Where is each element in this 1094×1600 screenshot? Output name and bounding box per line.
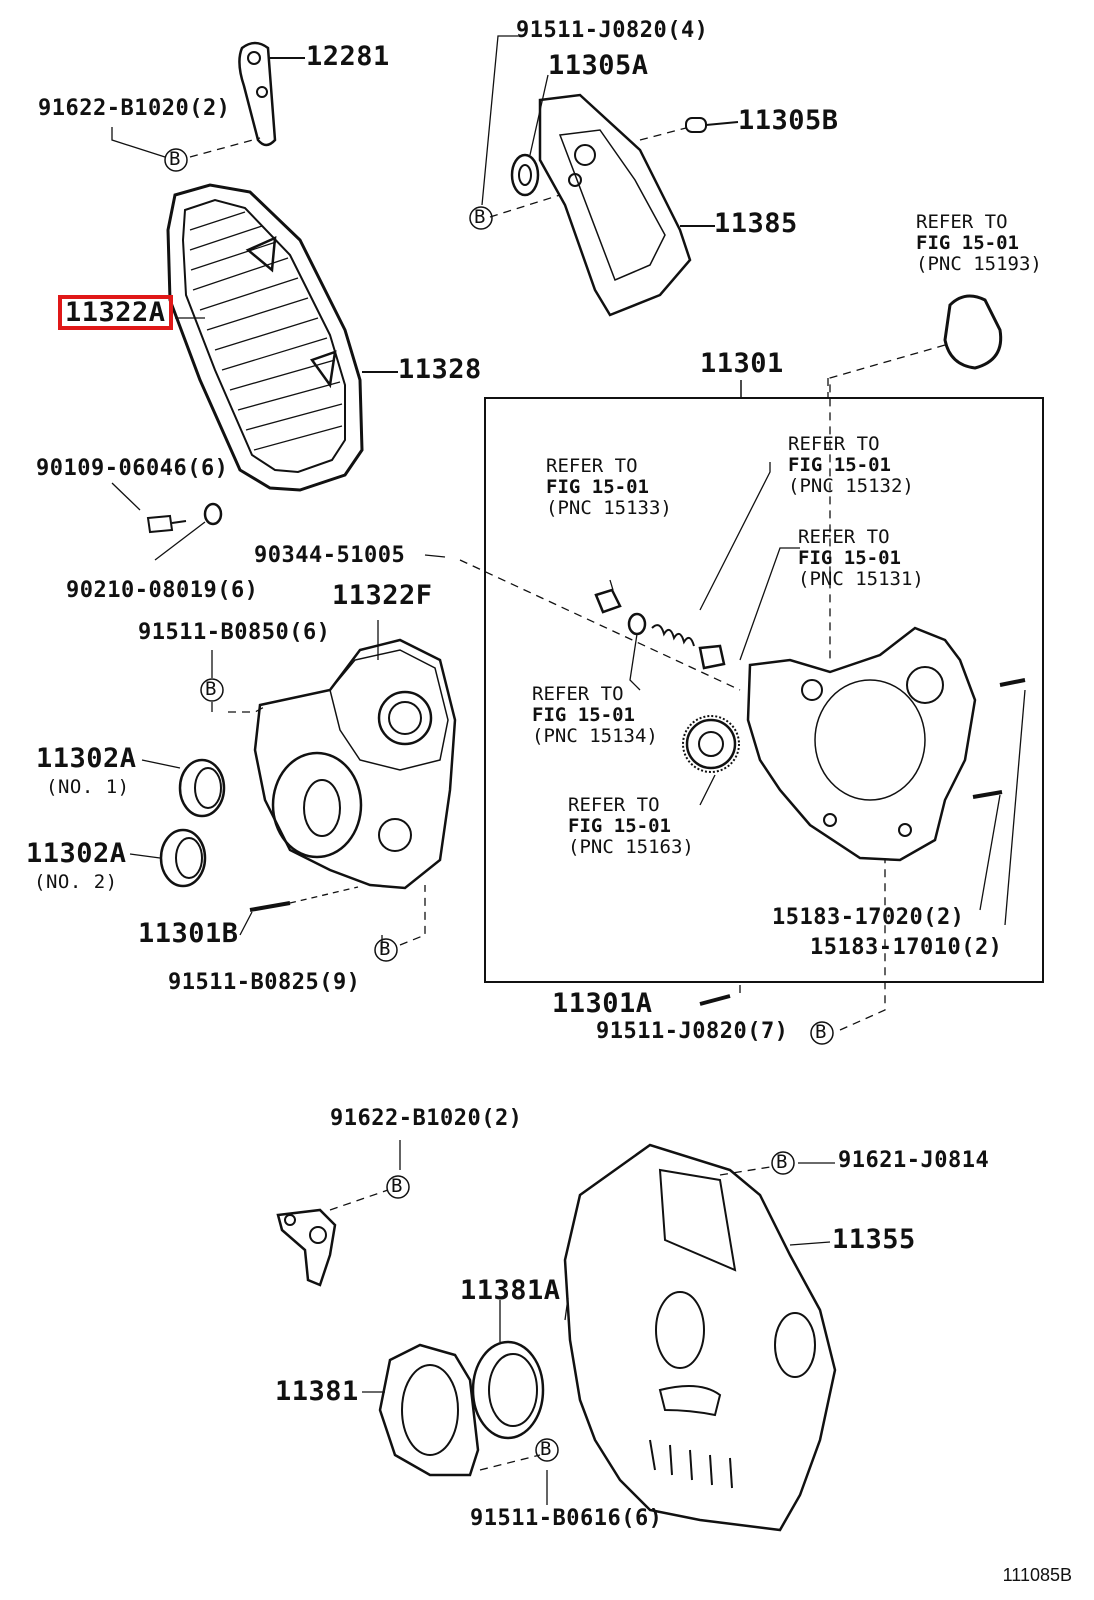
- ref-15193-line1: REFER TO: [916, 211, 1008, 233]
- callout-b-7: B: [776, 1151, 788, 1173]
- callout-circles: [164, 148, 834, 1462]
- ref-15134-line1: REFER TO: [532, 683, 624, 705]
- ref-15133-line3: (PNC 15133): [546, 496, 672, 519]
- label-11385[interactable]: 11385: [714, 208, 798, 239]
- label-11328[interactable]: 11328: [398, 354, 482, 385]
- label-91621[interactable]: 91621-J0814: [838, 1148, 990, 1173]
- seal-11381a-drawing: [471, 1340, 545, 1440]
- bracket-12281-drawing: [238, 41, 305, 147]
- callout-b-1: B: [169, 148, 181, 170]
- label-91622-bottom[interactable]: 91622-B1020(2): [330, 1106, 523, 1131]
- timing-cover-upper-drawing: [166, 183, 398, 492]
- gasket-15193-drawing: [943, 294, 1003, 370]
- label-11302a-no2[interactable]: 11302A: [26, 838, 127, 869]
- callout-b-6: B: [391, 1175, 403, 1197]
- label-15183-17010[interactable]: 15183-17010(2): [810, 935, 1003, 960]
- label-11301b[interactable]: 11301B: [138, 918, 239, 949]
- label-91511-b0616[interactable]: 91511-B0616(6): [470, 1506, 663, 1531]
- ref-15163[interactable]: REFER TO FIG 15-01 (PNC 15163): [568, 795, 694, 858]
- solid-leaders: [111, 35, 835, 1505]
- label-11301[interactable]: 11301: [700, 348, 784, 379]
- label-11302a-no1-sub: (NO. 1): [46, 776, 130, 798]
- ref-15134-line3: (PNC 15134): [532, 724, 658, 747]
- bracket-bottom-drawing: [276, 1208, 337, 1287]
- callout-b-3: B: [205, 678, 217, 700]
- label-91511-b0825[interactable]: 91511-B0825(9): [168, 970, 361, 995]
- ref-15131-line2: FIG 15-01: [798, 546, 901, 569]
- label-91511-j0820-7[interactable]: 91511-J0820(7): [596, 1019, 789, 1044]
- label-15183-17020[interactable]: 15183-17020(2): [772, 905, 965, 930]
- rear-case-11301-drawing: [746, 626, 977, 862]
- stud-11301b-drawing: [239, 886, 359, 936]
- end-plate-11355-drawing: [563, 1143, 837, 1532]
- ref-15131-line1: REFER TO: [798, 526, 890, 548]
- ref-15163-line1: REFER TO: [568, 794, 660, 816]
- rear-plate-11385-drawing: [510, 93, 739, 317]
- callout-b-2: B: [474, 206, 486, 228]
- ref-15193[interactable]: REFER TO FIG 15-01 (PNC 15193): [916, 212, 1042, 275]
- label-11305b[interactable]: 11305B: [738, 105, 839, 136]
- ref-15133[interactable]: REFER TO FIG 15-01 (PNC 15133): [546, 456, 672, 519]
- label-12281[interactable]: 12281: [306, 41, 390, 72]
- ref-15163-line3: (PNC 15163): [568, 835, 694, 858]
- relief-valve-parts-drawing: [594, 588, 1026, 1006]
- label-91511-b0850[interactable]: 91511-B0850(6): [138, 620, 331, 645]
- ref-15131-line3: (PNC 15131): [798, 567, 924, 590]
- timing-case-11322f-drawing: [253, 620, 457, 890]
- label-11322a-highlighted[interactable]: 11322A: [58, 295, 173, 330]
- ref-15132[interactable]: REFER TO FIG 15-01 (PNC 15132): [788, 434, 914, 497]
- label-91622-top[interactable]: 91622-B1020(2): [38, 96, 231, 121]
- callout-b-8: B: [540, 1438, 552, 1460]
- label-11305a[interactable]: 11305A: [548, 50, 649, 81]
- label-11322f[interactable]: 11322F: [332, 580, 433, 611]
- box-leader-lines: [609, 462, 1026, 926]
- label-90344[interactable]: 90344-51005: [254, 543, 406, 568]
- ref-15131[interactable]: REFER TO FIG 15-01 (PNC 15131): [798, 527, 924, 590]
- ref-15133-line2: FIG 15-01: [546, 475, 649, 498]
- retainer-11381-drawing: [378, 1343, 480, 1477]
- callout-b-4: B: [379, 938, 391, 960]
- label-11302a-no1[interactable]: 11302A: [36, 743, 137, 774]
- ref-15133-line1: REFER TO: [546, 455, 638, 477]
- diagram-code: 111085B: [1002, 1565, 1072, 1585]
- ref-15132-line3: (PNC 15132): [788, 474, 914, 497]
- bolts-90109-drawing: [111, 482, 223, 534]
- label-11302a-no2-sub: (NO. 2): [34, 871, 118, 893]
- label-91511-j0820-4[interactable]: 91511-J0820(4): [516, 18, 709, 43]
- ref-15193-line3: (PNC 15193): [916, 252, 1042, 275]
- label-90210[interactable]: 90210-08019(6): [66, 578, 259, 603]
- ref-15134[interactable]: REFER TO FIG 15-01 (PNC 15134): [532, 684, 658, 747]
- ref-15134-line2: FIG 15-01: [532, 703, 635, 726]
- assembly-11301-box: [484, 397, 1044, 983]
- ref-15132-line2: FIG 15-01: [788, 453, 891, 476]
- label-11381a[interactable]: 11381A: [460, 1275, 561, 1306]
- ref-15163-line2: FIG 15-01: [568, 814, 671, 837]
- seals-11302a-drawing: [129, 758, 226, 888]
- label-11355[interactable]: 11355: [832, 1224, 916, 1255]
- label-11301a[interactable]: 11301A: [552, 988, 653, 1019]
- callout-b-5: B: [815, 1021, 827, 1043]
- ref-15132-line1: REFER TO: [788, 433, 880, 455]
- label-90109[interactable]: 90109-06046(6): [36, 456, 229, 481]
- dashed-lines: [189, 127, 946, 1471]
- label-11381[interactable]: 11381: [275, 1376, 359, 1407]
- ref-15193-line2: FIG 15-01: [916, 231, 1019, 254]
